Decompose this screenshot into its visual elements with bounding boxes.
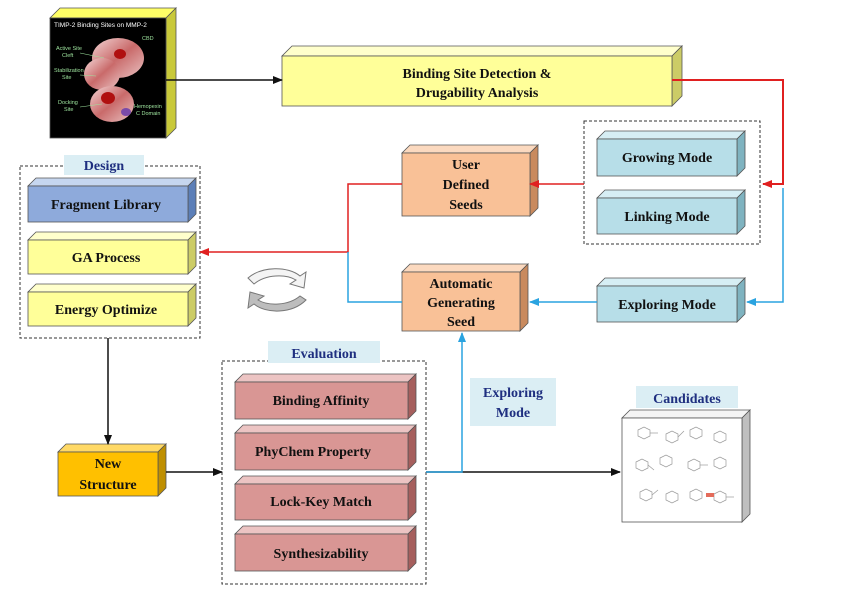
fragment-library-box: Fragment Library	[27, 177, 197, 223]
label-c-domain: C Domain	[136, 111, 160, 117]
linking-mode-label: Linking Mode	[624, 210, 709, 225]
candidates-panel	[621, 409, 751, 523]
protein-structure-image: TIMP-2 Binding Sites on MMP-2 CBD Active…	[49, 7, 177, 139]
candidates-title-tab: Candidates	[636, 386, 738, 408]
arrow-binding-to-seed-modes	[672, 79, 784, 188]
exploring-tag-line1: Exploring	[483, 386, 543, 401]
protein-image-title: TIMP-2 Binding Sites on MMP-2	[54, 22, 147, 29]
ga-process-box: GA Process	[27, 231, 197, 275]
binding-site-detection-box: Binding Site Detection & Drugability Ana…	[281, 45, 683, 107]
label-docking: Docking	[58, 100, 78, 106]
arrow-user-seeds-to-design	[199, 183, 402, 256]
evaluation-item-2: Lock-Key Match	[270, 495, 372, 510]
label-stabilization: Stabilization	[54, 68, 84, 74]
lock-key-match-box: Lock-Key Match	[234, 475, 417, 521]
arrow-binding-to-exploring	[746, 188, 784, 306]
design-item-1: GA Process	[72, 251, 141, 266]
new-structure-line2: Structure	[79, 478, 136, 493]
label-cbd: CBD	[142, 36, 154, 42]
growing-mode-label: Growing Mode	[622, 151, 712, 166]
user-defined-seeds-box: User Defined Seeds	[401, 144, 539, 217]
user-seeds-line1: User	[452, 158, 480, 173]
auto-seed-line2: Generating	[427, 296, 495, 311]
highlighted-candidate	[706, 493, 714, 497]
new-structure-box: New Structure	[57, 443, 167, 497]
evaluation-title: Evaluation	[291, 347, 357, 362]
exploring-mode-tag: Exploring Mode	[470, 378, 556, 426]
design-title-tab: Design	[64, 155, 144, 175]
arrow-auto-seed-to-design	[347, 252, 402, 303]
user-seeds-line3: Seeds	[449, 198, 483, 213]
auto-seed-line3: Seed	[447, 315, 475, 330]
arrow-evaluation-to-auto-seed	[426, 332, 466, 473]
phychem-property-box: PhyChem Property	[234, 424, 417, 471]
evaluation-item-3: Synthesizability	[274, 547, 369, 562]
automatic-generating-seed-box: Automatic Generating Seed	[401, 263, 529, 332]
binding-site-line2: Drugability Analysis	[416, 86, 539, 101]
binding-affinity-box: Binding Affinity	[234, 373, 417, 420]
growing-mode-box: Growing Mode	[596, 130, 746, 177]
evaluation-title-tab: Evaluation	[268, 341, 380, 363]
label-cleft: Cleft	[62, 53, 74, 59]
label-hemopexin: Hemopexin	[134, 104, 162, 110]
auto-seed-line1: Automatic	[430, 277, 493, 292]
seed-mode-group	[583, 120, 761, 245]
design-item-2: Energy Optimize	[55, 303, 157, 318]
evaluation-item-1: PhyChem Property	[255, 445, 371, 460]
protein-lobe-lower	[90, 86, 134, 122]
user-seeds-line2: Defined	[443, 178, 490, 193]
new-structure-line1: New	[95, 457, 122, 472]
synthesizability-box: Synthesizability	[234, 525, 417, 572]
design-item-0: Fragment Library	[51, 198, 161, 213]
label-site-1: Site	[62, 75, 71, 81]
design-title: Design	[84, 159, 125, 174]
label-active-site: Active Site	[56, 46, 82, 52]
protein-lobe-middle	[84, 58, 120, 90]
cycle-arrows-icon	[247, 268, 307, 312]
molecule-structures	[635, 426, 734, 504]
energy-optimize-box: Energy Optimize	[27, 283, 197, 327]
linking-mode-box: Linking Mode	[596, 189, 746, 235]
exploring-mode-box: Exploring Mode	[596, 277, 746, 323]
label-site-2: Site	[64, 107, 73, 113]
exploring-tag-line2: Mode	[496, 406, 530, 421]
candidates-title: Candidates	[653, 392, 721, 407]
exploring-mode-label: Exploring Mode	[618, 298, 716, 313]
evaluation-item-0: Binding Affinity	[273, 394, 370, 409]
binding-site-line1: Binding Site Detection &	[403, 67, 552, 82]
